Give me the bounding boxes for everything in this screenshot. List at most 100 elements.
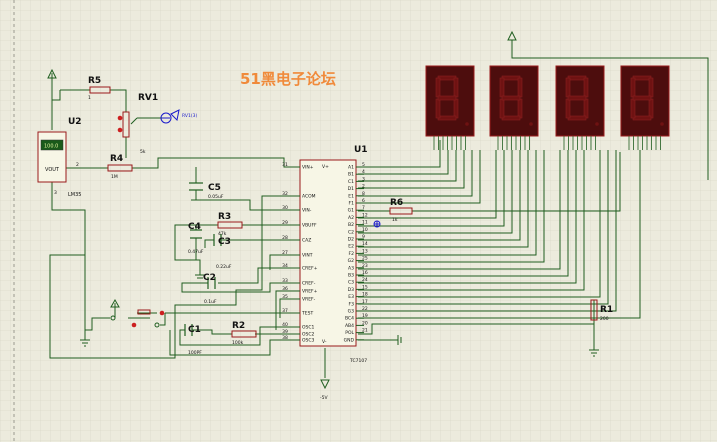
wires [49,40,709,378]
u1-pin-number: 15 [362,284,368,290]
voltage-probe-icon[interactable] [160,109,180,124]
u1-pin-number: 32 [282,191,288,197]
seven-segment-digit-3 [555,65,605,150]
u1-pin-name: GND [344,337,355,343]
u1-pin-name: CREF+ [302,266,318,272]
r1-resistor[interactable]: R1 200 [590,299,613,322]
u1-pin-number: 33 [282,278,288,284]
rv1-value-label: 5k [140,149,146,155]
rv1-adjust-up-icon[interactable] [117,115,123,121]
u1-pin-name: VREF+ [302,289,318,295]
rv1-potentiometer[interactable]: RV1 5k RV1(3) [117,93,198,155]
u1-pin-name: OSC1 [302,325,315,331]
u2-lm35[interactable]: 100.0 VOUT U2 LM35 2 3 [37,117,82,198]
u1-pin-number: 24 [362,277,368,283]
c1-value-label: 100PF [188,350,202,356]
c4-capacitor[interactable]: C4 0.47uF [188,222,204,255]
u1-vplus-label: V+ [322,164,329,170]
r5-resistor[interactable]: R5 1 [88,76,111,101]
r4-resistor[interactable]: R4 1M [107,154,133,180]
c5-ref-label: C5 [208,183,221,193]
probe-icon[interactable] [373,220,381,228]
u1-pin-name: C1 [348,179,354,185]
c2-value-label: 0.1uF [204,299,217,305]
u2-pin3-label: 3 [54,190,57,196]
test-pushbutton-switch[interactable] [110,309,165,328]
r3-resistor[interactable]: R3 47k [217,212,243,237]
u1-pin-name: G2 [348,258,354,264]
c3-capacitor[interactable]: C3 0.22uF [213,234,232,270]
r4-ref-label: R4 [110,154,123,164]
u1-pin-name: VINT [302,253,313,259]
r2-resistor[interactable]: R2 100k [231,321,257,346]
r3-ref-label: R3 [218,212,231,222]
u1-pin-name: E2 [348,244,354,250]
temperature-display [40,139,64,151]
power-arrow-icon [507,30,517,41]
u1-pin-number: 17 [362,299,368,305]
u1-pin-number: 29 [282,220,288,226]
u1-pin-number: 34 [282,263,288,269]
u1-pin-name: F1 [349,201,355,207]
u1-pin-name: CAZ [302,238,311,244]
neg-supply-arrow-icon [320,379,330,390]
u2-vout-label: VOUT [45,167,60,173]
switch-latch-icon[interactable] [159,310,165,316]
u1-pin-name: CREF- [302,281,316,287]
u1-pin-name: G1 [348,208,354,214]
r2-ref-label: R2 [232,321,245,331]
u1-pin-number: 28 [282,235,288,241]
u1-pin-name: G3 [348,309,354,315]
u1-pin-number: 16 [362,270,368,276]
u1-pin-name: OSC2 [302,332,315,338]
u1-pin-number: 9 [362,234,365,240]
u1-pin-number: 11 [362,220,368,226]
u1-pin-number: 18 [362,292,368,298]
u1-pin-f2: F2 13 [349,248,368,257]
u1-pin-number: 35 [282,294,288,300]
c4-value-label: 0.47uF [188,249,204,255]
c2-capacitor[interactable]: C2 0.1uF [203,273,217,305]
u1-pin-name: D1 [348,186,354,192]
u1-pin-number: 22 [362,306,368,312]
c5-capacitor[interactable]: C5 0.05uF [189,182,224,200]
power-arrow-icon [110,298,120,308]
u1-vminus-label: V- [322,339,327,345]
neg-supply-label: -5V [320,395,328,401]
ground-icon [589,349,599,357]
c4-ref-label: C4 [188,222,201,232]
switch-press-icon[interactable] [131,322,137,328]
u1-pin-number: 25 [362,256,368,262]
u1-pin-number: 4 [362,169,365,175]
u1-pin-number: 13 [362,248,368,254]
rv1-ref-label: RV1 [138,93,158,103]
u1-pin-name: A3 [348,265,354,271]
rv1-adjust-down-icon[interactable] [117,127,123,133]
u1-pin-name: VREF- [302,297,316,303]
c1-capacitor[interactable]: C1 100PF [184,324,202,356]
u1-pin-name: F2 [349,251,355,257]
c5-value-label: 0.05uF [208,194,224,200]
u1-pin-name: ACOM [302,194,316,200]
u1-pin-name: B3 [348,273,354,279]
u1-pin-gnd: GND [344,337,364,343]
u1-pin-name: VIN+ [302,165,314,171]
r6-resistor[interactable]: R6 1k [373,198,413,228]
